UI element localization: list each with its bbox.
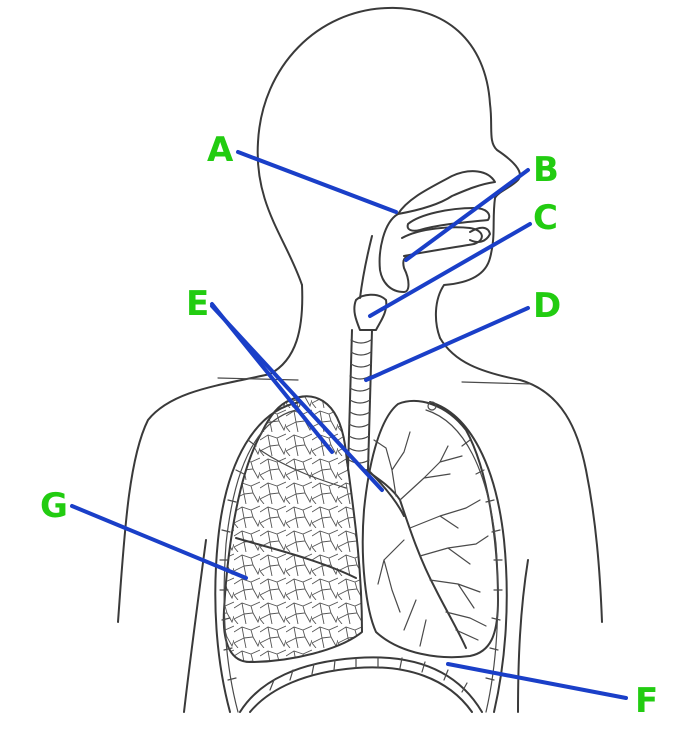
label-f: F	[635, 681, 658, 721]
tracheal-rings	[348, 339, 372, 464]
larynx	[353, 293, 388, 331]
left-lung	[361, 400, 499, 659]
pointer-f	[446, 662, 628, 700]
diaphragm	[239, 656, 483, 713]
right-lung	[222, 395, 363, 663]
pointer-c	[368, 222, 532, 318]
lip-shape	[469, 226, 491, 243]
label-d: D	[533, 286, 561, 326]
right-lung-fissure-upper	[259, 449, 347, 489]
pharynx-back-wall	[359, 235, 373, 299]
pharynx-outline	[378, 213, 413, 293]
label-c: C	[533, 198, 558, 238]
tongue-shape	[401, 226, 483, 257]
bronchial-tree	[365, 431, 489, 649]
rib-right-inner	[425, 409, 499, 713]
rib-left-outer	[214, 401, 301, 713]
left-neck-shoulder-outline	[117, 284, 304, 623]
right-lung-outline	[222, 395, 363, 663]
callout-labels: A B C D E F G	[40, 130, 658, 721]
diaphragm-upper	[239, 656, 483, 713]
right-shoulder-outline	[439, 337, 603, 623]
right-lung-fissure	[235, 537, 357, 579]
label-g: G	[40, 486, 68, 526]
pointer-a	[236, 150, 398, 214]
pointer-d	[364, 306, 530, 382]
label-b: B	[533, 150, 559, 190]
rib-cage	[214, 399, 508, 713]
diaphragm-striations	[269, 657, 468, 693]
left-clavicle	[217, 377, 299, 381]
right-clavicle	[461, 381, 533, 385]
pointer-b	[404, 168, 530, 262]
head-outline	[256, 6, 521, 339]
nasal-oral-cavity	[359, 170, 496, 299]
rib-right-outer	[429, 401, 508, 713]
rib-segments	[219, 399, 503, 681]
right-torso-outline	[517, 559, 529, 713]
pointer-e-2	[210, 304, 384, 492]
label-a: A	[207, 130, 234, 170]
pointer-g	[70, 504, 248, 580]
left-torso-outline	[183, 539, 207, 713]
nasal-cavity-lower	[406, 207, 491, 232]
rib-left-inner	[223, 409, 297, 713]
pointer-lines	[70, 150, 628, 700]
label-e: E	[186, 284, 209, 324]
nasal-cavity-upper	[397, 170, 496, 215]
left-lung-outline	[361, 400, 499, 659]
